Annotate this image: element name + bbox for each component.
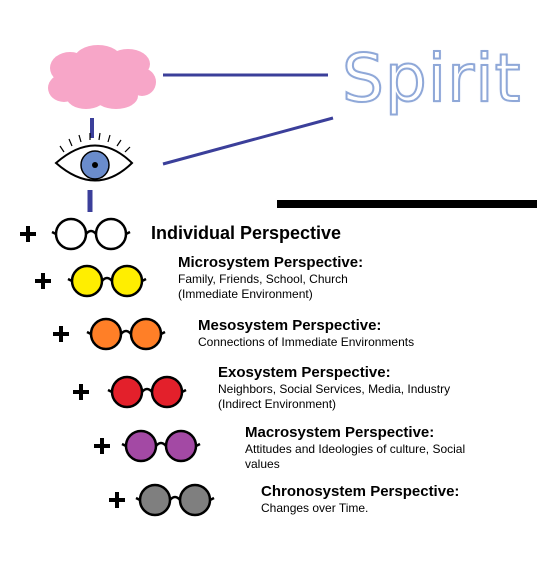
perspective-item: Microsystem Perspective:Family, Friends,… (178, 254, 363, 302)
glasses-icon (121, 429, 201, 463)
glasses-icon (51, 217, 131, 251)
glasses-icon (67, 264, 147, 298)
perspective-description: (Immediate Environment) (178, 287, 313, 301)
lens-right (129, 317, 163, 351)
perspective-item: Macrosystem Perspective:Attitudes and Id… (245, 424, 465, 472)
glasses-icon (86, 317, 166, 351)
lens-left (124, 429, 158, 463)
plus-icon (53, 326, 69, 342)
lens-right (178, 483, 212, 517)
plus-icon (94, 438, 110, 454)
perspective-item: Chronosystem Perspective:Changes over Ti… (261, 483, 459, 516)
brain-icon (48, 45, 156, 109)
perspective-title: Exosystem Perspective: (218, 364, 391, 381)
divider-rule (277, 200, 537, 208)
lens-right (110, 264, 144, 298)
glasses-icon (135, 483, 215, 517)
plus-icon (35, 273, 51, 289)
plus-icon (20, 226, 36, 242)
lens-left (89, 317, 123, 351)
lens-right (150, 375, 184, 409)
perspective-title: Microsystem Perspective: (178, 254, 364, 271)
perspective-title: Macrosystem Perspective: (245, 424, 435, 441)
perspective-description: Attitudes and Ideologies of culture, Soc… (245, 442, 466, 456)
perspective-description: Changes over Time. (261, 501, 369, 515)
perspective-item: Exosystem Perspective:Neighbors, Social … (218, 364, 450, 412)
lens-left (110, 375, 144, 409)
perspective-title: Mesosystem Perspective: (198, 317, 382, 334)
eye-to-spirit-line (162, 116, 334, 166)
perspective-description: values (245, 457, 280, 471)
plus-icon (109, 492, 125, 508)
plus-icon (73, 384, 89, 400)
lens-left (54, 217, 88, 251)
perspective-description: (Indirect Environment) (218, 397, 337, 411)
lens-right (164, 429, 198, 463)
eye-icon (54, 132, 134, 182)
perspective-item: Mesosystem Perspective:Connections of Im… (198, 317, 414, 350)
lens-left (70, 264, 104, 298)
perspective-item: Individual Perspective (151, 224, 341, 242)
perspective-title: Individual Perspective (151, 223, 342, 243)
glasses-icon (107, 375, 187, 409)
perspective-description: Connections of Immediate Environments (198, 335, 415, 349)
perspective-description: Neighbors, Social Services, Media, Indus… (218, 382, 451, 396)
lens-right (94, 217, 128, 251)
spirit-label: Spirit (341, 39, 522, 118)
lens-left (138, 483, 172, 517)
perspective-title: Chronosystem Perspective: (261, 483, 460, 500)
perspective-description: Family, Friends, School, Church (178, 272, 348, 286)
